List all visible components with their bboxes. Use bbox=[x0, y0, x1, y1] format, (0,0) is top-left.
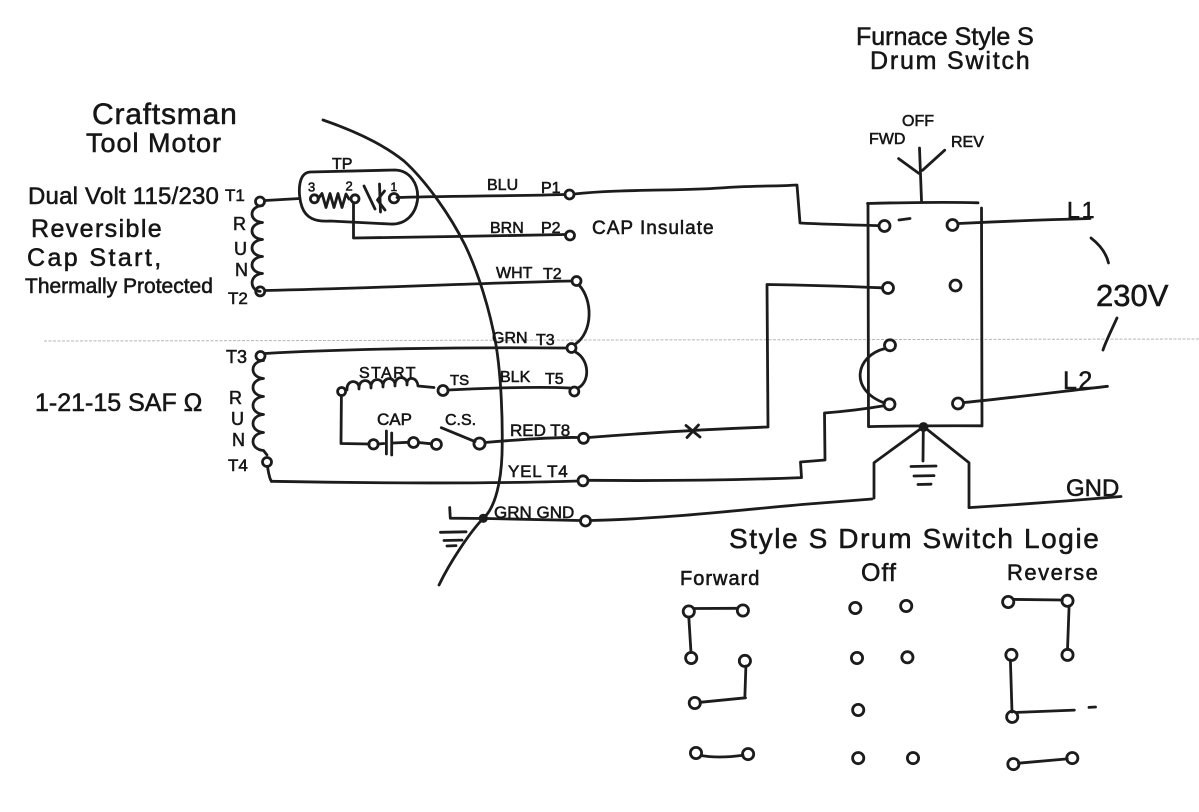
svg-text:N: N bbox=[235, 260, 248, 280]
svg-text:T5: T5 bbox=[545, 371, 564, 388]
svg-text:BLK: BLK bbox=[500, 369, 531, 386]
svg-text:U: U bbox=[231, 409, 244, 429]
svg-text:WHT: WHT bbox=[496, 265, 533, 282]
svg-text:GRN: GRN bbox=[492, 330, 528, 347]
svg-text:OFF: OFF bbox=[902, 113, 934, 130]
svg-text:Drum Switch: Drum Switch bbox=[870, 47, 1032, 75]
svg-text:BRN: BRN bbox=[490, 220, 524, 237]
svg-text:3: 3 bbox=[308, 180, 315, 195]
svg-text:TS: TS bbox=[450, 372, 469, 389]
svg-text:BLU: BLU bbox=[487, 177, 518, 194]
svg-text:CAP: CAP bbox=[377, 410, 412, 429]
svg-text:Style S Drum Switch Logie: Style S Drum Switch Logie bbox=[729, 523, 1100, 554]
svg-text:Reverse: Reverse bbox=[1007, 560, 1099, 585]
svg-text:Cap Start,: Cap Start, bbox=[27, 244, 164, 272]
svg-text:CAP Insulate: CAP Insulate bbox=[592, 218, 715, 239]
svg-text:Craftsman: Craftsman bbox=[92, 98, 238, 131]
svg-text:Dual Volt 115/230: Dual Volt 115/230 bbox=[28, 183, 219, 210]
svg-text:2: 2 bbox=[346, 179, 353, 194]
svg-text:R: R bbox=[229, 388, 242, 408]
svg-text:R: R bbox=[233, 214, 246, 234]
svg-text:C.S.: C.S. bbox=[445, 412, 476, 429]
svg-text:L1: L1 bbox=[1067, 197, 1097, 223]
svg-text:GND: GND bbox=[1066, 475, 1119, 502]
svg-text:230V: 230V bbox=[1096, 278, 1169, 313]
svg-text:Forward: Forward bbox=[680, 568, 760, 590]
svg-text:YEL T4: YEL T4 bbox=[508, 462, 569, 481]
svg-text:P2: P2 bbox=[541, 220, 561, 237]
svg-text:1: 1 bbox=[391, 180, 398, 194]
svg-text:Reversible: Reversible bbox=[31, 215, 163, 243]
svg-text:START: START bbox=[359, 365, 417, 382]
svg-text:1-21-15 SAF Ω: 1-21-15 SAF Ω bbox=[35, 389, 202, 417]
svg-text:TP: TP bbox=[332, 156, 352, 173]
svg-text:T1: T1 bbox=[225, 186, 245, 205]
svg-text:GRN GND: GRN GND bbox=[494, 503, 574, 522]
svg-text:RED T8: RED T8 bbox=[510, 421, 570, 440]
svg-text:T4: T4 bbox=[228, 456, 248, 475]
svg-text:N: N bbox=[232, 430, 245, 450]
svg-text:T3: T3 bbox=[536, 332, 555, 349]
svg-text:Tool Motor: Tool Motor bbox=[86, 128, 222, 158]
svg-text:Furnace Style S: Furnace Style S bbox=[856, 23, 1034, 51]
svg-text:T2: T2 bbox=[543, 266, 562, 283]
svg-text:REV: REV bbox=[951, 134, 984, 151]
svg-text:U: U bbox=[234, 239, 247, 259]
svg-text:L2: L2 bbox=[1063, 367, 1094, 395]
svg-text:Off: Off bbox=[861, 559, 897, 587]
svg-text:FWD: FWD bbox=[869, 131, 905, 148]
svg-text:T2: T2 bbox=[228, 289, 248, 308]
svg-text:P1: P1 bbox=[541, 180, 561, 197]
svg-text:T3: T3 bbox=[226, 347, 247, 367]
svg-text:Thermally Protected: Thermally Protected bbox=[25, 275, 213, 298]
